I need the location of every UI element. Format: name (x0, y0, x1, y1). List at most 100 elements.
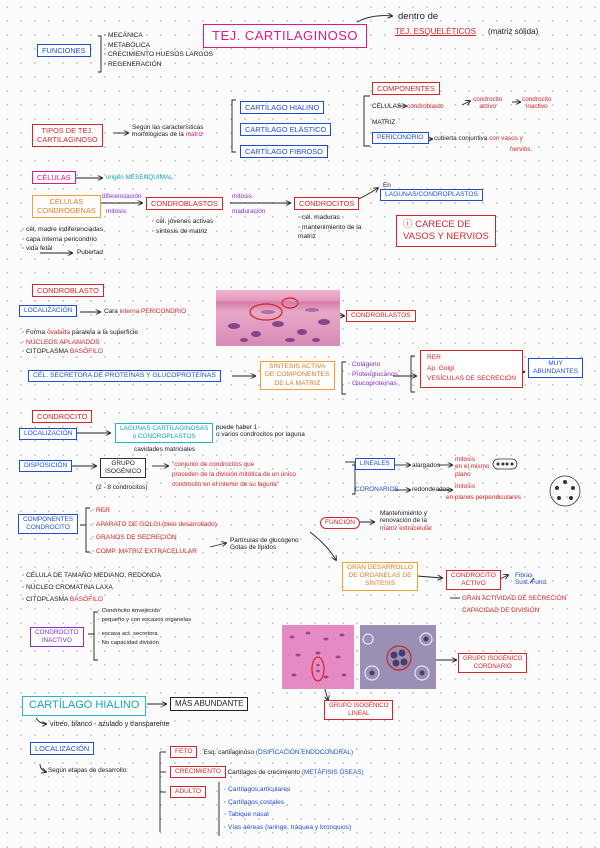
list-item: cél. jóvenes activas (152, 217, 213, 227)
condrocitos-list: cél. maduras mantenimiento de la matriz (298, 213, 366, 242)
title-note-prefix: dentro de (398, 11, 439, 22)
title-note-suffix: (matriz sólida) (488, 27, 539, 36)
histology-image-condroblastos (216, 290, 340, 346)
condroblastos-list: cél. jóvenes activas síntesis de matriz (152, 217, 213, 236)
list-item: Ap. Golgi (427, 364, 455, 372)
celulas-label: CÉLULAS (32, 171, 76, 185)
cavidades-text: cavidades matriciales (134, 446, 196, 453)
pubertad-text: Pubertad (77, 249, 103, 256)
mas-abundante-box: MÁS ABUNDANTE (170, 697, 249, 711)
list-item: Cartílagos costales (224, 797, 351, 810)
list-item: REGENERACIÓN (104, 60, 213, 70)
condrocito-inactivo-list: Condrocito envejecido pequeño y con esca… (98, 607, 191, 647)
list-item: VESÍCULAS DE SECRECIÓN (427, 375, 517, 383)
list-item: Cartílagos articulares (224, 784, 351, 797)
componentes-label: COMPONENTES (372, 82, 440, 96)
disposicion-label: DISPOSICIÓN (19, 460, 73, 473)
feto-box: FETO (170, 746, 198, 759)
origen-text: origen MESENQUIMAL (106, 174, 173, 181)
list-item: NÚCLEOS APLANADOS (22, 338, 138, 348)
condroblastos-image-label: CONDROBLASTOS (346, 310, 416, 323)
hialino-desc: vítreo, blanco - azulado y transparente (50, 721, 170, 728)
funciones-label: FUNCIONES (37, 44, 91, 58)
adulto-box: ADULTO (170, 786, 207, 799)
segun-etapas-text: Según etapas de desarrollo: (48, 767, 128, 774)
list-item: RER (92, 504, 217, 518)
list-item: CITOPLASMA BASÓFILO (22, 347, 138, 357)
adulto-list: Cartílagos articulares Cartílagos costal… (224, 784, 351, 834)
pericondrio-desc: cubierta conjuntiva con vasos y (434, 135, 523, 142)
list-item: Forma ovalada paralela a la superficie (22, 328, 138, 338)
list-item: Vías aéreas (laringe, tráquea y bronquio… (224, 822, 351, 835)
condroblasto-features: Forma ovalada paralela a la superficie N… (22, 328, 138, 357)
mitosis-label-1: mitosis (106, 208, 126, 215)
list-item: APARATO DE GOLGI (bien desarrollado) (92, 518, 217, 532)
list-item: CÉLULA DE TAMAÑO MEDIANO, REDONDA (22, 570, 161, 582)
capacidad-division-text: CAPACIDAD DE DIVISIÓN (462, 607, 540, 614)
list-item: RER (427, 354, 441, 361)
celulas-item: CÉLULAS (372, 103, 402, 110)
list-item: MECÁNICA (104, 31, 213, 41)
condrocito-label: CONDROCITO (32, 410, 93, 424)
coronarios-text: CORONARIOS (355, 486, 399, 493)
title-note-highlight: TEJ. ESQUELÉTICOS (395, 27, 476, 36)
list-item: Proteoglucanos (348, 370, 398, 380)
organelles-box: RER Ap. Golgi VESÍCULAS DE SECRECIÓN (420, 350, 524, 388)
maduracion-label: maduración (232, 208, 266, 215)
matriz-components-list: Colágeno Proteoglucanos Glucoproteínas (348, 360, 398, 389)
en-text: En (383, 182, 391, 189)
crecimiento-desc: : Cartílagos de crecimiento (METÁFISIS Ó… (224, 769, 364, 776)
lagunas-box: LAGUNAS/CONDROPLASTOS (380, 189, 483, 202)
histology-image-linear (282, 625, 354, 689)
cartilago-hialino-box: CARTÍLAGO HIALINO (240, 101, 325, 115)
condrocitos-box: CONDROCITOS (294, 197, 360, 211)
coronary-group-icon (549, 475, 581, 507)
lineales-box: LINEALES (355, 458, 395, 470)
mitosis-label-2: mitosis (232, 193, 252, 200)
condroblastos-box: CONDROBLASTOS (146, 197, 223, 211)
secretora-box: CÉL. SECRETORA DE PROTEÍNAS Y GLUCOPROTE… (28, 370, 221, 383)
crecimiento-box: CRECIMIENTO (170, 766, 227, 779)
list-item: CITOPLASMA BASÓFILO (22, 594, 161, 606)
feto-desc: : Esq. cartilaginoso (OSIFICACIÓN ENDOCO… (200, 749, 354, 756)
histology-image-coronary (360, 625, 436, 689)
cartilago-elastico-box: CARTÍLAGO ELÁSTICO (240, 123, 332, 137)
list-item: pequeño y con escasos organelas (98, 616, 191, 625)
funcion-box: FUNCIÓN (320, 517, 361, 530)
condrocito-localizacion: LOCALIZACIÓN (19, 428, 78, 441)
condroblasto-term: condroblasto (407, 103, 444, 110)
celulas-left-list: cél. madre indiferenciadas capa interna … (22, 225, 103, 254)
alargados-text: alargados (412, 462, 441, 469)
list-item: METABÓLICA (104, 41, 213, 51)
redondeados-text: redondeados (412, 486, 450, 493)
list-item: COMP. MATRIZ EXTRACELULAR (92, 545, 217, 559)
list-item: cél. maduras (298, 213, 366, 223)
pericondrio-box: PERICONDRIO (372, 132, 429, 145)
list-item: CRECIMIENTO HUESOS LARGOS (104, 50, 213, 60)
matriz-item: MATRIZ (372, 119, 396, 126)
hialino-localizacion: LOCALIZACIÓN (30, 742, 95, 756)
condrocito-features: CÉLULA DE TAMAÑO MEDIANO, REDONDA NÚCLEO… (22, 570, 161, 606)
list-item: vida fetal (22, 244, 103, 254)
list-item: Glucoproteínas (348, 379, 398, 389)
linear-group-icon (492, 458, 518, 470)
funciones-list: MECÁNICA METABÓLICA CRECIMIENTO HUESOS L… (104, 31, 213, 69)
condroblasto-localizacion: LOCALIZACIÓN (19, 305, 78, 318)
tipos-criterion: Según las características morfológicas d… (132, 124, 204, 139)
